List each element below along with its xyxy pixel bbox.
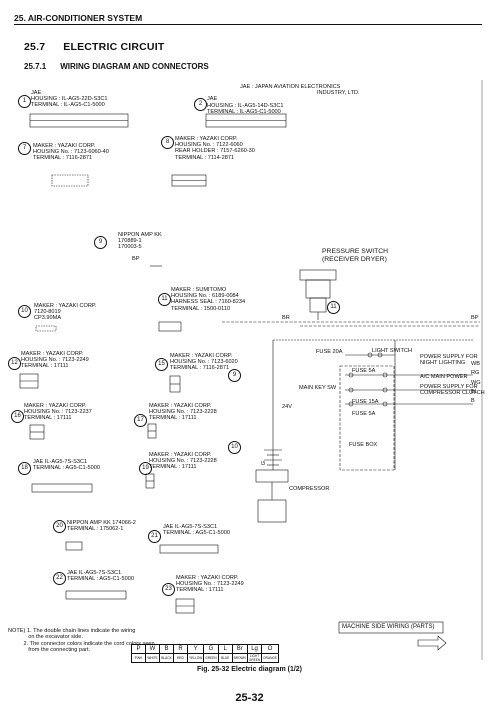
connector-2-spec: JAE : JAPAN AVIATION ELECTRONICS INDUSTR… [207,84,360,115]
fuse-20a-label: FUSE 20A [316,349,343,355]
connector-23-number: 23 [162,583,175,596]
legend-code-g: G [203,644,219,654]
connector-16-number: 16 [11,410,24,423]
connector-15-spec: MAKER : YAZAKI CORP.HOUSING No. : 7123-6… [170,353,238,372]
legend-name-black: BLACK [159,653,174,663]
legend-name-orange: ORANGE [261,653,280,663]
legend-name-brown: BROWN [231,653,248,663]
section-number: 25.7 [24,41,46,53]
legend-name-green: GREEN [203,653,219,663]
callout-10: 10 [228,441,241,454]
legend-name-light-green: LIGHT GREEN [246,653,263,663]
page-number: 25-32 [235,692,264,704]
legend-code-l: L [217,644,233,654]
connector-16-spec: MAKER : YAZAKI CORP.HOUSING No. : 7123-2… [24,403,92,422]
connector-15-number: 15 [155,358,168,371]
fuse-15a-label: FUSE 15A [352,399,379,405]
system-header: 25. AIR-CONDITIONER SYSTEM [14,13,143,23]
subsection-name: WIRING DIAGRAM AND CONNECTORS [60,62,209,71]
main-key-sw-label: MAIN KEY SW [299,385,337,391]
bp-wire-label: BP [471,315,479,321]
connector-1-number: 1 [18,95,31,108]
bp-label-small: BP [132,256,140,262]
connector-11-number: 11 [158,293,171,306]
subsection-title: 25.7.1 WIRING DIAGRAM AND CONNECTORS [24,62,223,71]
fuse-5a-label: FUSE 5A [352,411,376,417]
legend-name-white: WHITE [145,653,160,663]
header-rule [14,24,482,26]
subsection-number: 25.7.1 [24,62,47,71]
fuse-box-label: FUSE BOX [349,442,378,448]
connector-7-spec: MAKER : YAZAKI CORP.HOUSING No. : 7123-6… [33,143,109,162]
legend-code-o: O [261,644,280,654]
connector-8-number: 8 [161,136,174,149]
callout-11: 11 [327,301,340,314]
legend-code-y: Y [186,644,205,654]
b-wire-label: B [471,398,475,404]
24v-label: 24V [282,404,292,410]
connector-9-number: 9 [94,236,107,249]
connector-17-spec: MAKER : YAZAKI CORP.HOUSING No. : 7123-2… [149,403,217,422]
bl-wire-label: BL [471,389,478,395]
rg-wire-label: RG [471,370,480,376]
connector-19-spec: MAKER : YAZAKI CORP.HOUSING No. : 7123-2… [149,452,217,471]
section-name: ELECTRIC CIRCUIT [63,41,165,53]
connector-21-number: 21 [148,530,161,543]
figure-caption: Fig. 25-32 Electric diagram (1/2) [196,666,303,673]
connector-7-number: 7 [18,142,31,155]
compressor-label: COMPRESSOR [289,486,330,492]
connector-22-number: 22 [53,572,66,585]
machine-side-wiring-label: MACHINE SIDE WIRING (PARTS) [342,624,435,630]
legend-code-b: B [159,644,174,654]
section-title: 25.7 ELECTRIC CIRCUIT [24,41,182,53]
connector-17-number: 17 [134,414,147,427]
connector-8-spec: MAKER : YAZAKI CORP.HOUSING No. : 7122-6… [175,136,255,161]
legend-code-p: P [131,644,146,654]
color-code-legend: P W B R Y G L Br Lg O PINK WHITE BLACK R… [131,644,280,663]
diagram-notes: NOTE) 1. The double chain lines indicate… [8,627,155,654]
legend-code-w: W [145,644,160,654]
legend-code-lg: Lg [246,644,263,654]
wg-wire-label: WG [471,380,481,386]
connector-18-number: 18 [18,462,31,475]
ac-main-power-label: A/C MAIN POWER [420,374,468,380]
connector-2-number: 2 [194,98,207,111]
callout-9: 9 [228,369,241,382]
wb-wire-label: WB [471,361,481,367]
legend-code-br: Br [231,644,248,654]
connector-23-spec: MAKER : YAZAKI CORP.HOUSING No. : 7123-2… [176,575,244,594]
g-label: G [261,460,268,466]
legend-name-blue: BLUE [217,653,233,663]
connector-20-number: 20 [53,520,66,533]
pressure-switch-label: PRESSURE SWITCH(RECEIVER DRYER) [322,248,389,263]
legend-name-red: RED [173,653,188,663]
connector-12-spec: MAKER : YAZAKI CORP.HOUSING No. : 7123-2… [21,351,89,370]
fuse-5a-top-label: FUSE 5A [352,368,376,374]
legend-code-r: R [173,644,188,654]
connector-19-number: 19 [139,462,152,475]
light-switch-label: LIGHT SWITCH [372,348,412,354]
connector-10-number: 10 [18,305,31,318]
legend-name-yellow: YELLOW [186,653,205,663]
connector-12-number: 12 [8,357,21,370]
legend-name-pink: PINK [131,653,146,663]
br-label: BR [282,315,290,321]
